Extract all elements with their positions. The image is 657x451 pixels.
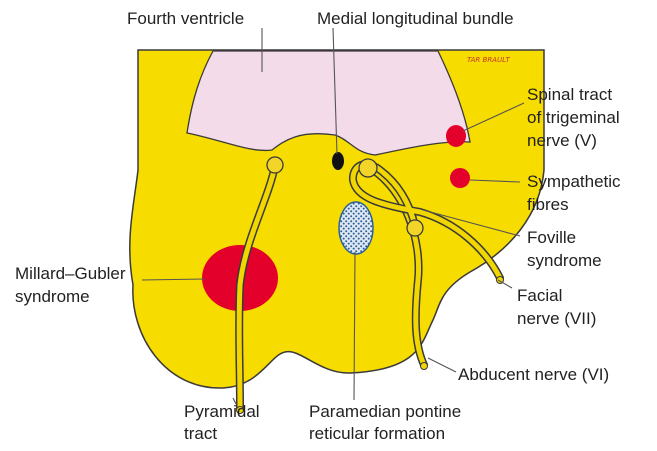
- facial-nucleus: [407, 220, 423, 236]
- label-pyramidal-line1: Pyramidal: [184, 402, 260, 422]
- medial-longitudinal-bundle-marker: [332, 152, 344, 170]
- label-paramedian-line1: Paramedian pontine: [309, 402, 461, 422]
- label-millard-gubler-line1: Millard–Gubler: [15, 264, 126, 284]
- label-foville-line1: Foville: [527, 228, 576, 248]
- label-foville-line2: syndrome: [527, 251, 602, 271]
- label-facial-nerve-line1: Facial: [517, 286, 562, 306]
- label-spinal-tract-line2: of trigeminal: [527, 108, 620, 128]
- label-medial-longitudinal-bundle: Medial longitudinal bundle: [317, 9, 514, 29]
- label-paramedian-line2: reticular formation: [309, 424, 445, 444]
- abducent-nerve-end: [421, 363, 428, 370]
- label-facial-nerve-line2: nerve (VII): [517, 309, 596, 329]
- label-abducent-nerve: Abducent nerve (VI): [458, 365, 609, 385]
- label-millard-gubler-line2: syndrome: [15, 287, 90, 307]
- label-sympathetic-line2: fibres: [527, 195, 569, 215]
- label-fourth-ventricle: Fourth ventricle: [127, 9, 244, 29]
- label-spinal-tract-line1: Spinal tract: [527, 85, 612, 105]
- sympathetic-fibres-marker: [450, 168, 470, 188]
- pyramidal-tract-nucleus: [267, 157, 283, 173]
- abducent-nucleus: [359, 159, 377, 177]
- artist-signature: TAR BRAULT: [467, 56, 511, 64]
- label-sympathetic-line1: Sympathetic: [527, 172, 621, 192]
- spinal-tract-trigeminal-marker: [446, 125, 466, 147]
- paramedian-pontine-reticular-formation: [339, 202, 373, 254]
- leader-abducent-nerve: [428, 358, 456, 372]
- label-spinal-tract-line3: nerve (V): [527, 131, 597, 151]
- leader-facial-nerve: [498, 280, 512, 288]
- label-pyramidal-line2: tract: [184, 424, 217, 444]
